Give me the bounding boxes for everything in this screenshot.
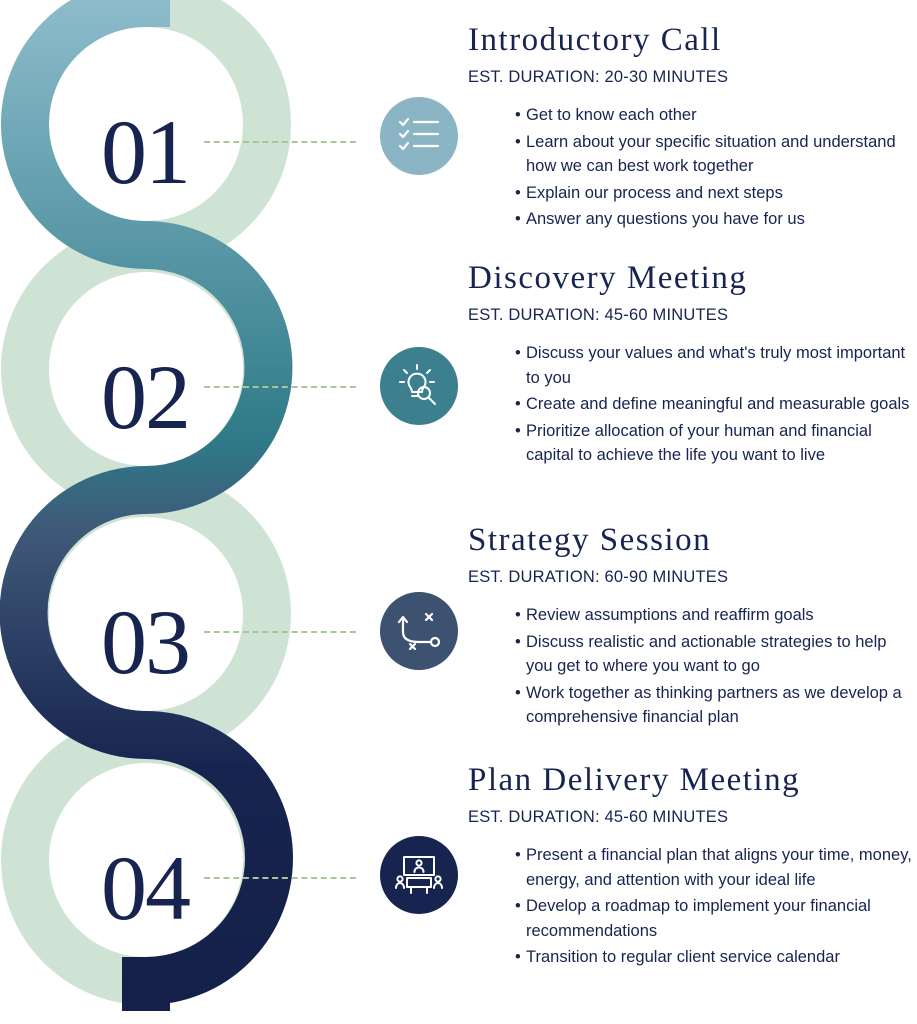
step-2-bullet-list: Discuss your values and what's truly mos… <box>468 341 917 468</box>
list-item: Discuss realistic and actionable strateg… <box>515 630 917 679</box>
step-1-details: Introductory Call EST. DURATION: 20-30 M… <box>468 22 917 234</box>
step-2-duration: EST. DURATION: 45-60 MINUTES <box>468 306 729 325</box>
step-1-connector <box>204 141 356 143</box>
step-4-number: 04 <box>101 837 191 939</box>
step-2-number: 02 <box>101 346 191 448</box>
list-item: Discuss your values and what's truly mos… <box>515 341 917 390</box>
checklist-icon <box>380 97 458 175</box>
step-3-bullet-list: Review assumptions and reaffirm goals Di… <box>468 603 917 730</box>
list-item: Review assumptions and reaffirm goals <box>515 603 917 628</box>
step-3-title: Strategy Session <box>468 522 712 558</box>
step-2-details: Discovery Meeting EST. DURATION: 45-60 M… <box>468 260 917 470</box>
list-item: Learn about your specific situation and … <box>515 130 917 179</box>
step-chain-graphic <box>0 0 293 1011</box>
step-3-details: Strategy Session EST. DURATION: 60-90 MI… <box>468 522 917 732</box>
list-item: Answer any questions you have for us <box>515 207 917 232</box>
step-1-title: Introductory Call <box>468 22 722 58</box>
list-item: Explain our process and next steps <box>515 181 917 206</box>
list-item: Prioritize allocation of your human and … <box>515 419 917 468</box>
step-2-connector <box>204 386 356 388</box>
step-4-connector <box>204 877 356 879</box>
step-3-connector <box>204 631 356 633</box>
strategy-play-icon <box>380 592 458 670</box>
step-4-duration: EST. DURATION: 45-60 MINUTES <box>468 808 729 827</box>
list-item: Transition to regular client service cal… <box>515 945 917 970</box>
step-4-details: Plan Delivery Meeting EST. DURATION: 45-… <box>468 762 917 972</box>
step-2-title: Discovery Meeting <box>468 260 748 296</box>
step-4-title: Plan Delivery Meeting <box>468 762 801 798</box>
list-item: Develop a roadmap to implement your fina… <box>515 894 917 943</box>
step-1-bullet-list: Get to know each other Learn about your … <box>468 103 917 232</box>
meeting-table-icon <box>380 836 458 914</box>
list-item: Create and define meaningful and measura… <box>515 392 917 417</box>
lightbulb-magnifier-icon <box>380 347 458 425</box>
step-4-bullet-list: Present a financial plan that aligns you… <box>468 843 917 970</box>
list-item: Present a financial plan that aligns you… <box>515 843 917 892</box>
step-3-duration: EST. DURATION: 60-90 MINUTES <box>468 568 729 587</box>
list-item: Get to know each other <box>515 103 917 128</box>
gradient-ribbon <box>0 0 293 1011</box>
step-1-number: 01 <box>101 101 191 203</box>
list-item: Work together as thinking partners as we… <box>515 681 917 730</box>
step-1-duration: EST. DURATION: 20-30 MINUTES <box>468 68 729 87</box>
step-3-number: 03 <box>101 591 191 693</box>
